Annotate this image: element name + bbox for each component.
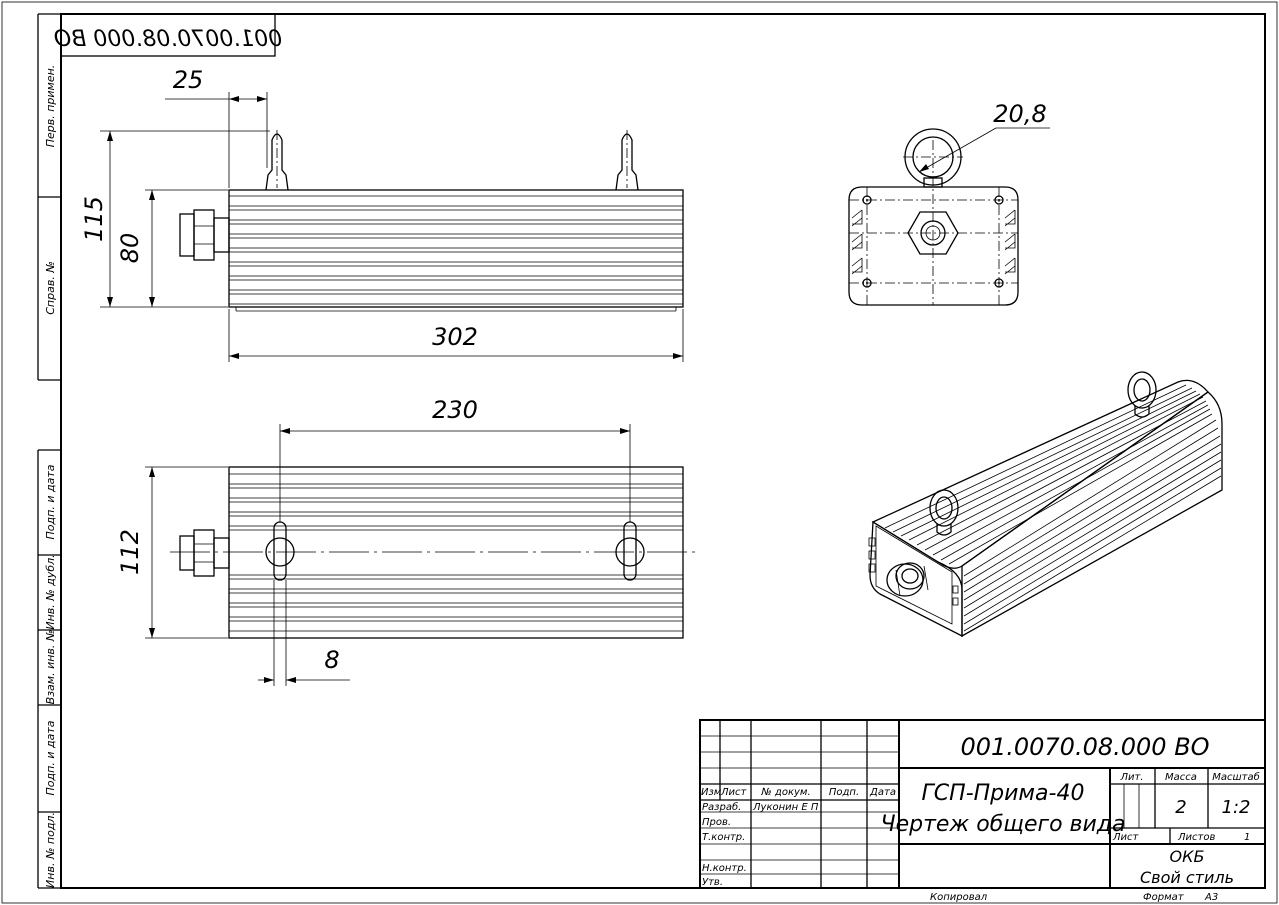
end-view: 20,8 — [848, 100, 1050, 306]
org-line-1: ОКБ — [1170, 847, 1205, 866]
dim-302: 302 — [432, 323, 478, 351]
title-line-1: ГСП-Прима-40 — [922, 781, 1085, 806]
razrab-name: Луконин Е П — [752, 802, 819, 813]
dim-230: 230 — [432, 396, 478, 424]
podp-data-label-2: Подп. и дата — [44, 720, 57, 795]
dim-25: 25 — [173, 66, 204, 94]
title-line-2: Чертеж общего вида — [881, 812, 1126, 837]
col-izm: Изм — [701, 787, 722, 798]
lit-label: Лит. — [1119, 772, 1143, 783]
dim-8: 8 — [324, 646, 339, 674]
mirrored-code-box: 001.0070.08.000 ВО — [54, 13, 282, 57]
front-view — [179, 130, 684, 312]
title-block-code: 001.0070.08.000 ВО — [960, 733, 1209, 761]
dim-20-8: 20,8 — [993, 100, 1046, 128]
end-view-screws — [862, 195, 1004, 288]
inv-podl-label: Инв. № подл. — [44, 812, 57, 888]
format-value: А3 — [1204, 892, 1218, 903]
col-doc: № докум. — [760, 787, 810, 798]
dim-20-8-group: 20,8 — [918, 100, 1050, 173]
front-cable-gland — [179, 209, 230, 261]
top-eye-bolt-left — [265, 521, 295, 581]
top-body — [228, 466, 684, 639]
mirrored-code-text: 001.0070.08.000 ВО — [54, 27, 282, 52]
mass-label: Масса — [1165, 772, 1197, 783]
iso-eye-bolt-front — [929, 489, 959, 536]
end-view-gland-nut — [907, 211, 959, 255]
mass-value: 2 — [1175, 797, 1186, 818]
inner-frame — [60, 13, 1266, 889]
front-dimensions: 25 115 80 302 — [80, 66, 684, 362]
org-line-2: Свой стиль — [1140, 868, 1234, 887]
row-utv: Утв. — [702, 877, 723, 888]
dim-80: 80 — [116, 233, 144, 264]
title-block: 001.0070.08.000 ВО ГСП-Прима-40 Чертеж о… — [699, 719, 1266, 889]
dim-115: 115 — [80, 196, 108, 242]
end-view-eye-bolt — [903, 128, 963, 188]
scale-label: Масштаб — [1212, 771, 1260, 783]
top-eye-bolt-right — [615, 521, 645, 581]
podp-data-label-1: Подп. и дата — [44, 464, 57, 539]
col-data: Дата — [869, 787, 896, 798]
top-fins — [229, 473, 683, 632]
inv-dubl-label: Инв. № дубл. — [44, 554, 57, 629]
sheet-label: Лист — [1112, 832, 1140, 843]
row-nkontr: Н.контр. — [702, 863, 747, 874]
top-dimensions: 230 112 8 — [116, 396, 631, 686]
iso-cable-gland — [886, 562, 929, 597]
row-prov: Пров. — [702, 817, 731, 828]
format-label: Формат — [1143, 892, 1185, 903]
iso-side-fins — [963, 419, 1222, 632]
side-strip: Перв. примен. Справ. № Подп. и дата Инв.… — [37, 13, 61, 889]
sheets-value: 1 — [1244, 832, 1250, 843]
front-fins — [229, 195, 683, 305]
perv-primen-label: Перв. примен. — [44, 65, 57, 148]
front-body — [228, 189, 684, 308]
front-eye-bolt-left — [265, 130, 289, 191]
front-eye-bolt-right — [615, 130, 639, 191]
isometric-view — [868, 371, 1223, 638]
iso-end-vents — [868, 537, 959, 606]
row-tkontr: Т.контр. — [702, 832, 745, 843]
sheets-label: Листов — [1177, 832, 1215, 843]
row-razrab: Разраб. — [702, 801, 741, 813]
vzam-inv-label: Взам. инв. № — [44, 630, 57, 705]
end-view-vents-left — [851, 209, 863, 275]
dim-112: 112 — [116, 529, 144, 575]
sprav-no-label: Справ. № — [44, 261, 57, 315]
end-view-vents-right — [1004, 209, 1016, 275]
col-list: Лист — [720, 787, 748, 798]
col-podp: Подп. — [829, 787, 859, 798]
top-view — [170, 466, 695, 639]
copied-label: Копировал — [930, 892, 988, 903]
top-cable-gland — [179, 529, 230, 577]
iso-top-fins — [884, 384, 1213, 565]
scale-value: 1:2 — [1222, 797, 1251, 818]
iso-eye-bolt-back — [1127, 371, 1157, 418]
